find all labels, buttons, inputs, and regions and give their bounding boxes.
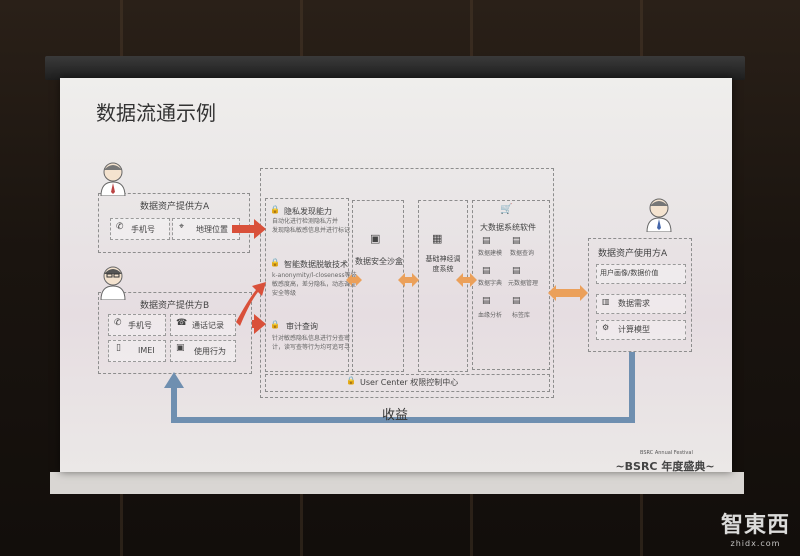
- provider-b-item-label: 使用行为: [194, 347, 226, 356]
- red-arrow: [252, 314, 266, 334]
- projector-screen-bottom: [50, 472, 744, 494]
- box-icon: ▤: [482, 296, 491, 306]
- bigdata-item: 数据建模: [478, 250, 503, 257]
- bigdata-box: [472, 200, 550, 370]
- desensitize-desc: 安全等级: [272, 290, 297, 297]
- consumer-item: [596, 264, 686, 284]
- audit-title: 审计查询: [286, 322, 318, 331]
- provider-b-label: 数据资产提供方B: [140, 301, 210, 311]
- watermark: 智東西 zhidx.com: [721, 507, 790, 548]
- provider-a-item-label: 地理位置: [196, 225, 228, 234]
- consumer-label: 数据资产使用方A: [598, 249, 668, 259]
- bigdata-item: 数据查询: [510, 250, 535, 257]
- event-subtitle: BSRC Annual Festival: [640, 450, 693, 456]
- behavior-icon: ▣: [176, 343, 185, 353]
- desensitize-desc: 敏感度高，差分隐私，动态调整: [272, 281, 357, 288]
- orange-arrow: [346, 274, 362, 286]
- model-icon: ⚙: [602, 323, 610, 332]
- audit-desc: 针对敏感隐私信息进行分查审: [272, 335, 351, 342]
- box-icon: ▤: [482, 266, 491, 276]
- lock-icon: 🔒: [270, 258, 280, 267]
- phone-icon: ✆: [116, 222, 124, 232]
- bigdata-item: 血缘分析: [478, 312, 503, 319]
- bigdata-item: 元数据管理: [508, 280, 539, 287]
- provider-a-item-label: 手机号: [131, 225, 155, 234]
- consumer-item-label: 用户画像/数据价值: [600, 269, 659, 277]
- privacy-column: [265, 198, 349, 372]
- box-icon: ▤: [512, 236, 521, 246]
- device-icon: ▯: [116, 343, 121, 353]
- scheduler-box: [418, 200, 468, 372]
- call-log-icon: ☎: [176, 318, 188, 328]
- consumer-box: [588, 238, 692, 352]
- user-center-label: User Center 权限控制中心: [360, 378, 459, 387]
- provider-b-item-label: 通话记录: [192, 321, 224, 330]
- bigdata-title: 大数据系统软件: [480, 223, 536, 232]
- revenue-arrowhead: [164, 372, 184, 388]
- provider-b-item: [170, 314, 236, 336]
- audit-desc: 计，读写查等行为均可追可寻: [272, 344, 351, 351]
- person-icon: [100, 266, 126, 300]
- watermark-logo: 智東西: [720, 513, 790, 538]
- phone-icon: ✆: [114, 318, 122, 328]
- privacy-discovery-desc: 自动化进行检测隐私方并: [272, 218, 339, 225]
- sandbox-label: 数据安全沙盒: [355, 257, 403, 266]
- provider-b-item-label: 手机号: [128, 321, 152, 330]
- person-icon: [646, 198, 672, 232]
- lock-icon: 🔒: [270, 320, 280, 329]
- bigdata-item: 数据字典: [478, 280, 503, 287]
- revenue-arrow: [171, 352, 635, 423]
- circuit-icon: ▦: [432, 232, 443, 245]
- provider-b-item: [170, 340, 236, 362]
- provider-a-item: [110, 218, 170, 240]
- consumer-item-label: 计算模型: [618, 325, 650, 334]
- projector-screen-housing: [45, 56, 745, 80]
- provider-b-item: [108, 340, 166, 362]
- box-icon: ▤: [482, 236, 491, 246]
- box-icon: ▤: [512, 266, 521, 276]
- privacy-discovery-title: 隐私发现能力: [284, 207, 332, 216]
- provider-a-label: 数据资产提供方A: [140, 202, 210, 212]
- watermark-url: zhidx.com: [730, 539, 781, 548]
- scheduler-label: 基础神经调度系统: [425, 255, 461, 273]
- orange-arrow: [548, 285, 588, 301]
- orange-arrow: [398, 273, 419, 287]
- box-icon: ▤: [512, 296, 521, 306]
- user-center-bar: [265, 374, 550, 392]
- consumer-item-label: 数据需求: [618, 299, 650, 308]
- provider-a-box: [98, 193, 250, 253]
- privacy-discovery-desc: 发现隐私敏感信息并进行标记: [272, 227, 351, 234]
- desensitize-desc: k-anonymity/l-closeness等技: [272, 272, 357, 279]
- provider-b-item-label: IMEI: [138, 346, 155, 355]
- desensitize-title: 智能数据脱敏技术: [284, 260, 348, 269]
- cart-icon: 🛒: [500, 204, 513, 215]
- slide-title: 数据流通示例: [96, 101, 216, 125]
- red-arrow: [236, 282, 266, 326]
- person-icon: [100, 162, 126, 196]
- event-banner: ~BSRC 年度盛典~: [615, 460, 715, 473]
- orange-arrow: [456, 273, 477, 287]
- consumer-item: [596, 320, 686, 340]
- bigdata-item: 标签库: [512, 312, 531, 319]
- provider-b-item: [108, 314, 166, 336]
- lock-icon: 🔒: [270, 205, 280, 214]
- provider-b-box: [98, 292, 252, 374]
- red-arrow: [232, 219, 266, 239]
- demand-icon: ▥: [602, 297, 610, 306]
- lock-icon: 🔒: [346, 376, 356, 385]
- location-pin-icon: ⌖: [179, 222, 185, 232]
- platform-frame: [260, 168, 554, 398]
- consumer-item: [596, 294, 686, 314]
- safe-icon: ▣: [370, 232, 381, 245]
- revenue-label: 收益: [382, 408, 409, 423]
- sandbox-box: [352, 200, 404, 372]
